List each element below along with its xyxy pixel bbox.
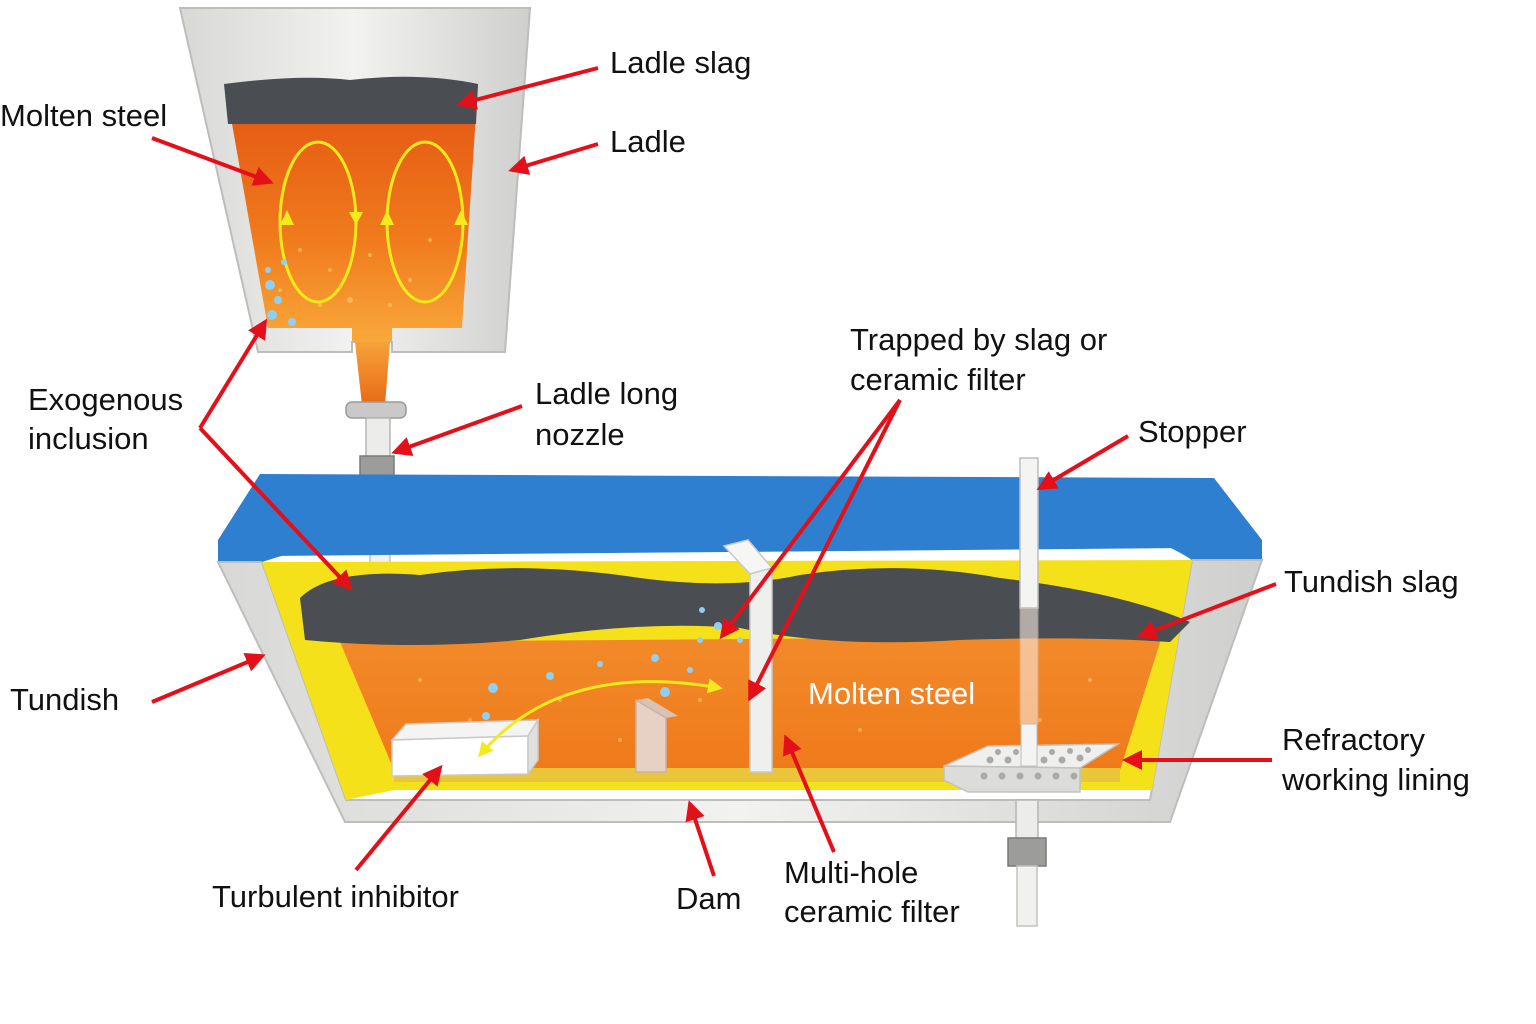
label-multi-hole-filter-2: ceramic filter bbox=[784, 894, 960, 929]
ladle-inclusion-bubbles bbox=[265, 259, 296, 326]
loop-arrowhead bbox=[349, 212, 363, 225]
multi-hole-ceramic-filter bbox=[943, 743, 1121, 793]
ladle bbox=[178, 7, 532, 405]
arrow-tundish-slag bbox=[1136, 582, 1277, 640]
label-molten-steel-tundish: Molten steel bbox=[808, 676, 975, 711]
callout-arrows bbox=[151, 66, 1277, 877]
label-tundish-slag: Tundish slag bbox=[1284, 564, 1459, 599]
label-refractory-1: Refractory bbox=[1282, 722, 1425, 757]
arrow-ladle bbox=[508, 142, 599, 175]
label-turbulent-inhibitor: Turbulent inhibitor bbox=[212, 879, 459, 914]
turbulent-inhibitor bbox=[390, 717, 540, 777]
label-ladle-slag: Ladle slag bbox=[610, 45, 751, 80]
label-ladle-long-nozzle-1: Ladle long bbox=[535, 376, 678, 411]
arrow-ladle-long-nozzle bbox=[391, 404, 523, 456]
label-exogenous-inclusion-1: Exogenous bbox=[28, 382, 183, 417]
arrow-dam bbox=[685, 800, 716, 877]
tundish bbox=[216, 474, 1264, 823]
loop-arrowhead bbox=[280, 210, 294, 225]
label-ladle-long-nozzle-2: nozzle bbox=[535, 417, 625, 452]
arrow-ladle-slag bbox=[456, 66, 599, 110]
ladle-slag-layer bbox=[224, 76, 478, 124]
tundish-floor bbox=[394, 768, 1120, 782]
submerged-entry-nozzle bbox=[1007, 799, 1047, 927]
label-ladle: Ladle bbox=[610, 124, 686, 159]
label-molten-steel-ladle: Molten steel bbox=[0, 98, 167, 133]
arrow-multi-hole-filter bbox=[782, 734, 836, 853]
stopper-rod bbox=[1019, 457, 1039, 767]
arrow-trapped-slag bbox=[719, 398, 902, 640]
loop-arrowhead bbox=[380, 210, 394, 225]
label-dam: Dam bbox=[676, 881, 741, 916]
loop-arrowhead bbox=[454, 210, 468, 225]
labels: Ladle slag Molten steel Ladle Exogenous … bbox=[0, 45, 1470, 929]
label-exogenous-inclusion-2: inclusion bbox=[28, 421, 149, 456]
arrow-molten-steel-ladle bbox=[151, 136, 274, 186]
label-trapped-1: Trapped by slag or bbox=[850, 322, 1107, 357]
arrow-trapped-filter bbox=[748, 399, 902, 702]
weir-baffle bbox=[722, 539, 774, 773]
arrow-tundish bbox=[151, 652, 266, 704]
arrow-exogenous-down bbox=[198, 426, 353, 591]
arrow-turbulent-inhibitor bbox=[354, 764, 443, 872]
ladle-stream bbox=[355, 342, 390, 405]
tundish-cover-wave bbox=[262, 499, 1192, 562]
label-trapped-2: ceramic filter bbox=[850, 362, 1026, 397]
label-refractory-2: working lining bbox=[1281, 762, 1470, 797]
flow-arrow bbox=[478, 678, 723, 758]
label-stopper: Stopper bbox=[1138, 414, 1247, 449]
label-multi-hole-filter-1: Multi-hole bbox=[784, 855, 918, 890]
label-tundish: Tundish bbox=[10, 682, 119, 717]
ladle-speckles bbox=[278, 238, 432, 307]
arrow-exogenous-up bbox=[198, 318, 268, 430]
arrow-stopper bbox=[1036, 434, 1130, 491]
